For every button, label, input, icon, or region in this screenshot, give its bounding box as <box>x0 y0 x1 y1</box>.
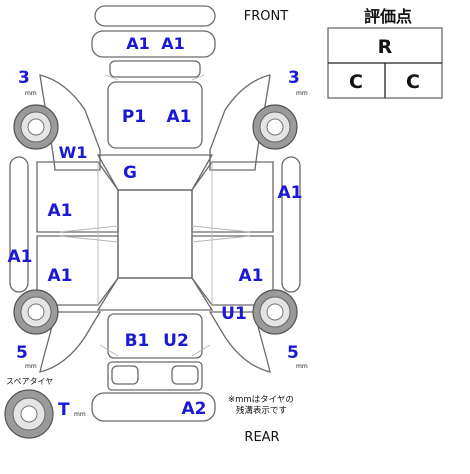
damage-right-rear-door: A1 <box>239 266 264 286</box>
front-grille <box>94 5 216 27</box>
damage-trunk-u: U2 <box>163 331 189 351</box>
damage-hood-p: P1 <box>122 107 146 127</box>
grade-title: 評価点 <box>364 7 412 26</box>
grade-overall: R <box>378 36 393 58</box>
tire-rear-left-depth: 5 <box>16 343 28 363</box>
tire-rear-left <box>13 289 59 335</box>
rear-window <box>96 277 214 311</box>
left-front-door <box>36 161 119 233</box>
grade-exterior: C <box>406 71 420 93</box>
grade-table: 評価点 R C C <box>327 7 443 99</box>
right-rocker-panel <box>281 156 301 293</box>
tire-front-right-unit: mm <box>296 90 308 97</box>
rear-left-lamp <box>111 365 139 385</box>
left-rear-quarter <box>39 311 102 373</box>
damage-left-rocker: A1 <box>8 247 33 267</box>
trunk-lid <box>107 313 203 359</box>
damage-hood-a: A1 <box>167 107 192 127</box>
rear-label: REAR <box>244 430 279 445</box>
rear-right-lamp <box>171 365 199 385</box>
damage-right-rear-quarter: U1 <box>221 304 247 324</box>
rear-panel <box>107 361 203 391</box>
damage-trunk-b: B1 <box>125 331 150 351</box>
damage-front-bumper-left: A1 <box>126 34 150 53</box>
roof <box>117 189 193 279</box>
windshield <box>96 154 214 191</box>
tire-rear-right <box>252 289 298 335</box>
right-front-door <box>191 161 274 233</box>
damage-right-front-fender: A1 <box>278 183 303 203</box>
tire-front-right <box>252 104 298 150</box>
damage-roof: G <box>123 163 137 183</box>
spare-tire-label: スペアタイヤ <box>6 377 53 386</box>
tire-front-left <box>13 104 59 150</box>
rear-bumper <box>91 392 216 422</box>
note-line-2: 残溝表示です <box>236 405 287 416</box>
damage-windshield: W1 <box>59 143 88 162</box>
front-label: FRONT <box>244 9 288 24</box>
hood <box>107 81 203 149</box>
tire-front-left-unit: mm <box>25 90 37 97</box>
tire-front-left-depth: 3 <box>18 68 30 88</box>
damage-front-bumper-right: A1 <box>161 34 185 53</box>
tire-spare <box>4 389 54 439</box>
damage-rear-bumper: A2 <box>182 399 207 419</box>
tire-spare-depth: T <box>58 400 70 420</box>
left-rocker-panel <box>9 156 29 293</box>
right-rear-quarter <box>208 311 271 373</box>
damage-left-rear-door: A1 <box>48 266 73 286</box>
tire-front-right-depth: 3 <box>288 68 300 88</box>
tire-spare-unit: mm <box>74 411 86 418</box>
front-lower-panel <box>109 60 201 78</box>
tire-rear-right-depth: 5 <box>287 343 299 363</box>
tire-rear-right-unit: mm <box>296 363 308 370</box>
grade-interior: C <box>349 71 363 93</box>
front-bumper <box>91 30 216 58</box>
damage-left-front-door: A1 <box>48 201 73 221</box>
tire-rear-left-unit: mm <box>25 363 37 370</box>
note-line-1: ※mmはタイヤの <box>228 395 294 405</box>
